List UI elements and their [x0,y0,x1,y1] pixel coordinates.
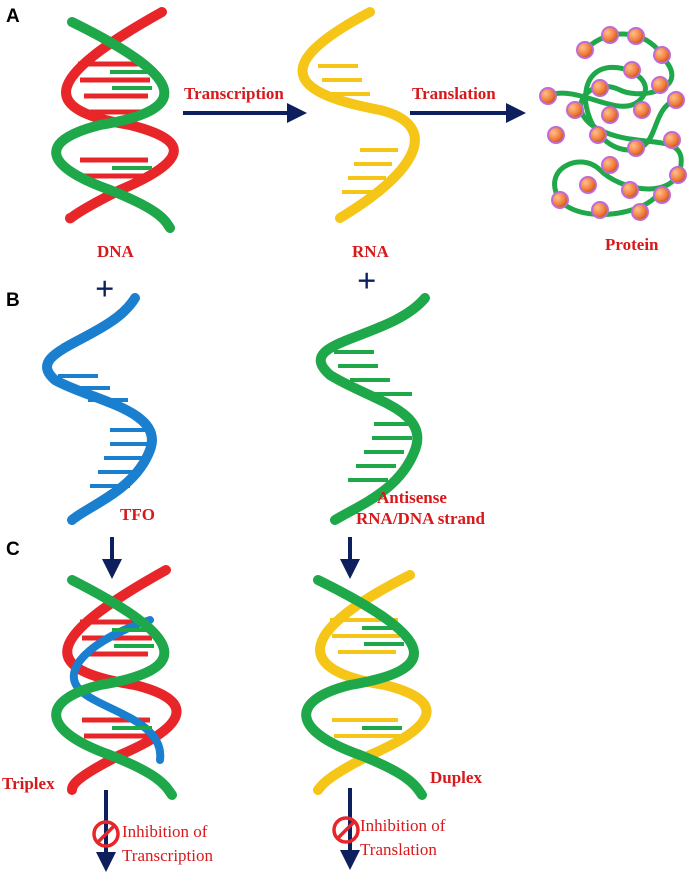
inhibition-transcription-line1: Inhibition of [122,822,208,841]
antisense-strand [315,293,430,525]
transcription-label: Transcription [184,84,284,103]
rna-label: RNA [352,242,390,261]
no-entry-icon [92,820,120,848]
rna-strand [297,7,420,223]
tfo-strand [42,293,157,525]
triplex-label: Triplex [2,774,55,793]
panel-label-b: B [6,290,20,311]
protein-label: Protein [605,235,659,254]
duplex-label: Duplex [430,768,482,787]
panel-label-c: C [6,539,20,560]
inhibition-transcription-line2: Transcription [122,846,213,865]
plus-icon: + [357,263,376,300]
plus-icon: + [95,271,114,308]
triplex-helix [51,565,182,800]
antisense-label-line1: Antisense [377,488,447,507]
no-entry-icon [332,816,360,844]
panel-label-a: A [6,6,20,27]
antisense-label-line2: RNA/DNA strand [356,509,485,528]
inhibition-translation-line2: Translation [360,840,437,859]
dna-double-helix [51,7,179,233]
translation-label: Translation [412,84,496,103]
duplex-helix [301,570,432,800]
protein-icon [539,26,687,221]
dna-label: DNA [97,242,135,261]
tfo-label: TFO [120,505,155,524]
inhibition-translation-line1: Inhibition of [360,816,446,835]
